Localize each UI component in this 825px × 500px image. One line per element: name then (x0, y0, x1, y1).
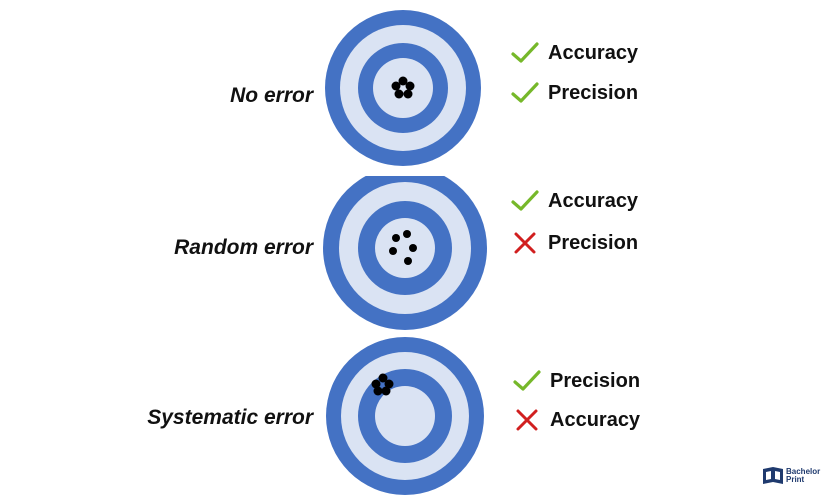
hit-mark (391, 81, 401, 91)
criterion-label: Precision (550, 369, 641, 392)
hit-mark (403, 230, 411, 238)
hit-mark (404, 257, 412, 265)
hit-mark (381, 386, 391, 396)
row-no-error: No error Accuracy Precision (0, 8, 825, 168)
hit-mark (389, 247, 397, 255)
criterion-label: Accuracy (550, 408, 641, 431)
cross-icon (510, 228, 540, 258)
target-systematic-error (326, 337, 484, 495)
cross-icon (512, 405, 542, 435)
target-bullseye (375, 386, 435, 446)
book-icon (763, 467, 783, 484)
row-label: Random error (174, 236, 313, 259)
hit-mark (373, 386, 383, 396)
row-systematic-error: Systematic error Precision Accuracy (0, 334, 825, 495)
logo-line-1: Bachelor (786, 467, 821, 476)
brand-logo: Bachelor Print (762, 466, 820, 486)
criterion-accuracy: Accuracy (512, 405, 640, 435)
target-bullseye (373, 58, 433, 118)
hit-mark (403, 89, 413, 99)
criterion-precision: Precision (510, 228, 638, 258)
criterion-label: Accuracy (548, 189, 639, 212)
check-icon (510, 38, 540, 68)
criterion-precision: Precision (512, 366, 640, 396)
row-label: No error (230, 84, 313, 107)
criterion-label: Accuracy (548, 41, 639, 64)
check-icon (510, 78, 540, 108)
target-bullseye (375, 218, 435, 278)
hit-mark (392, 234, 400, 242)
row-label: Systematic error (147, 406, 313, 429)
check-icon (512, 366, 542, 396)
hit-mark (384, 379, 394, 389)
criterion-label: Precision (548, 81, 639, 104)
check-icon (510, 186, 540, 216)
hit-mark (398, 76, 408, 86)
row-random-error: Random error Accuracy Precision (0, 176, 825, 336)
criterion-label: Precision (548, 231, 639, 254)
hit-mark (371, 379, 381, 389)
target-no-error (325, 10, 481, 166)
hit-mark (394, 89, 404, 99)
hit-mark (378, 373, 388, 383)
hit-mark (409, 244, 417, 252)
hit-mark (405, 81, 415, 91)
criterion-accuracy: Accuracy (510, 186, 638, 216)
logo-line-2: Print (786, 475, 805, 484)
target-random-error (323, 176, 487, 330)
criterion-accuracy: Accuracy (510, 38, 638, 68)
criterion-precision: Precision (510, 78, 638, 108)
